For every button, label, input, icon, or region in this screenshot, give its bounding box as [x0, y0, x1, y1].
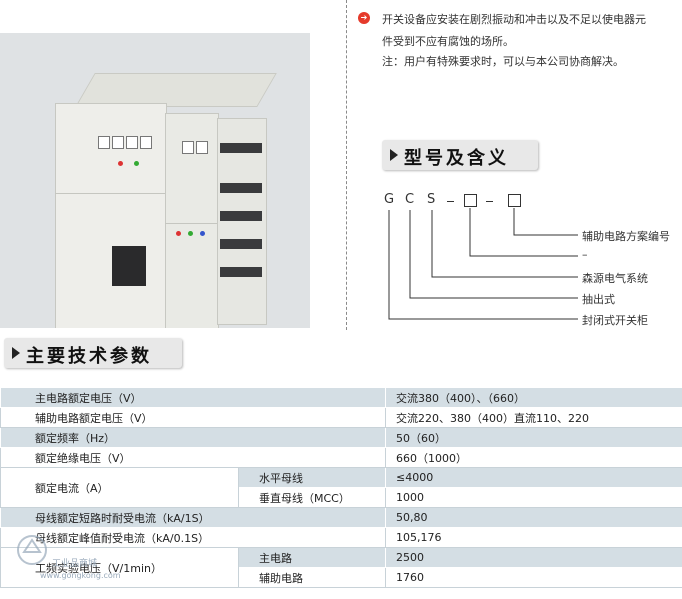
row-value: 660（1000） — [385, 447, 682, 468]
legend-dash: – — [582, 248, 588, 261]
table-row: 母线额定峰值耐受电流（kA/0.1S） 105,176 — [0, 527, 682, 548]
note-line-2: 件受到不应有腐蚀的场所。 — [382, 35, 514, 48]
row-label: 主电路额定电压（V） — [0, 387, 386, 408]
spec-heading: 主要技术参数 — [4, 338, 182, 368]
row-sublabel: 水平母线 — [238, 467, 386, 488]
row-sublabel: 辅助电路 — [238, 567, 386, 588]
row-sublabel: 主电路 — [238, 547, 386, 568]
model-heading: 型号及含义 — [382, 140, 538, 170]
row-label: 母线额定峰值耐受电流（kA/0.1S） — [0, 527, 386, 548]
table-row: 垂直母线（MCC） 1000 — [1, 487, 682, 508]
row-value: 1000 — [385, 487, 682, 508]
row-value: ≤4000 — [385, 467, 682, 488]
code-box-icon — [508, 194, 521, 207]
meter-gauge — [98, 136, 110, 149]
meter-gauge — [112, 136, 124, 149]
circuit-breaker — [112, 246, 146, 286]
code-letter-g: G — [384, 192, 395, 207]
meter-gauge — [140, 136, 152, 149]
indicator-lamp — [200, 231, 205, 236]
row-value: 交流380（400）、（660） — [385, 387, 682, 408]
column-divider — [346, 0, 347, 330]
meter-gauge — [196, 141, 208, 154]
indicator-lamp — [134, 161, 139, 166]
drawer-unit — [220, 239, 262, 249]
meter-gauge — [182, 141, 194, 154]
arrow-right-icon: ➔ — [358, 12, 370, 24]
panel-seam — [165, 223, 217, 224]
panel-seam — [55, 193, 165, 194]
legend-drawout: 抽出式 — [582, 293, 615, 306]
table-row: 工频实验电压（V/1min） 主电路 2500 — [0, 547, 682, 588]
drawer-unit — [220, 183, 262, 193]
row-label: 母线额定短路时耐受电流（kA/1S） — [0, 507, 386, 528]
triangle-right-icon — [12, 347, 20, 359]
note-line-1: 开关设备应安装在剧烈振动和冲击以及不足以使电器元 — [382, 13, 646, 26]
drawer-unit — [220, 143, 262, 153]
code-dash — [447, 201, 454, 202]
row-sublabel: 垂直母线（MCC） — [238, 487, 386, 508]
code-dash — [486, 201, 493, 202]
table-row: 主电路额定电压（V） 交流380（400）、（660） — [0, 387, 682, 408]
meter-gauge — [126, 136, 138, 149]
code-connector-lines — [388, 208, 578, 320]
code-box-icon — [464, 194, 477, 207]
row-label: 辅助电路额定电压（V） — [0, 407, 386, 428]
legend-system: 森源电气系统 — [582, 272, 648, 285]
table-row: 额定电流（A） 水平母线 ≤4000 — [0, 467, 682, 508]
row-value: 2500 — [385, 547, 682, 568]
row-label: 工频实验电压（V/1min） — [0, 547, 239, 588]
row-value: 50,80 — [385, 507, 682, 528]
table-row: 额定绝缘电压（V） 660（1000） — [0, 447, 682, 468]
row-label: 额定电流（A） — [0, 467, 239, 508]
drawer-unit — [220, 211, 262, 221]
code-letter-s: S — [427, 192, 436, 207]
row-label: 额定绝缘电压（V） — [0, 447, 386, 468]
table-row: 额定频率（Hz） 50（60） — [0, 427, 682, 448]
row-value: 交流220、380（400）直流110、220 — [385, 407, 682, 428]
legend-aux-scheme: 辅助电路方案编号 — [582, 230, 670, 243]
drawer-unit — [220, 267, 262, 277]
table-row: 辅助电路 1760 — [1, 567, 682, 588]
row-value: 105,176 — [385, 527, 682, 548]
spec-table: 主电路额定电压（V） 交流380（400）、（660） 辅助电路额定电压（V） … — [0, 387, 682, 588]
indicator-lamp — [188, 231, 193, 236]
legend-enclosed: 封闭式开关柜 — [582, 314, 648, 327]
model-heading-text: 型号及含义 — [404, 148, 509, 169]
triangle-right-icon — [390, 149, 398, 161]
row-value: 50（60） — [385, 427, 682, 448]
table-row: 母线额定短路时耐受电流（kA/1S） 50,80 — [0, 507, 682, 528]
row-label: 额定频率（Hz） — [0, 427, 386, 448]
note-line-3: 注：用户有特殊要求时，可以与本公司协商解决。 — [382, 55, 624, 68]
indicator-lamp — [176, 231, 181, 236]
spec-heading-text: 主要技术参数 — [26, 346, 152, 367]
indicator-lamp — [118, 161, 123, 166]
code-letter-c: C — [405, 192, 415, 207]
product-photo — [0, 33, 310, 328]
table-row: 辅助电路额定电压（V） 交流220、380（400）直流110、220 — [0, 407, 682, 428]
row-value: 1760 — [385, 567, 682, 588]
